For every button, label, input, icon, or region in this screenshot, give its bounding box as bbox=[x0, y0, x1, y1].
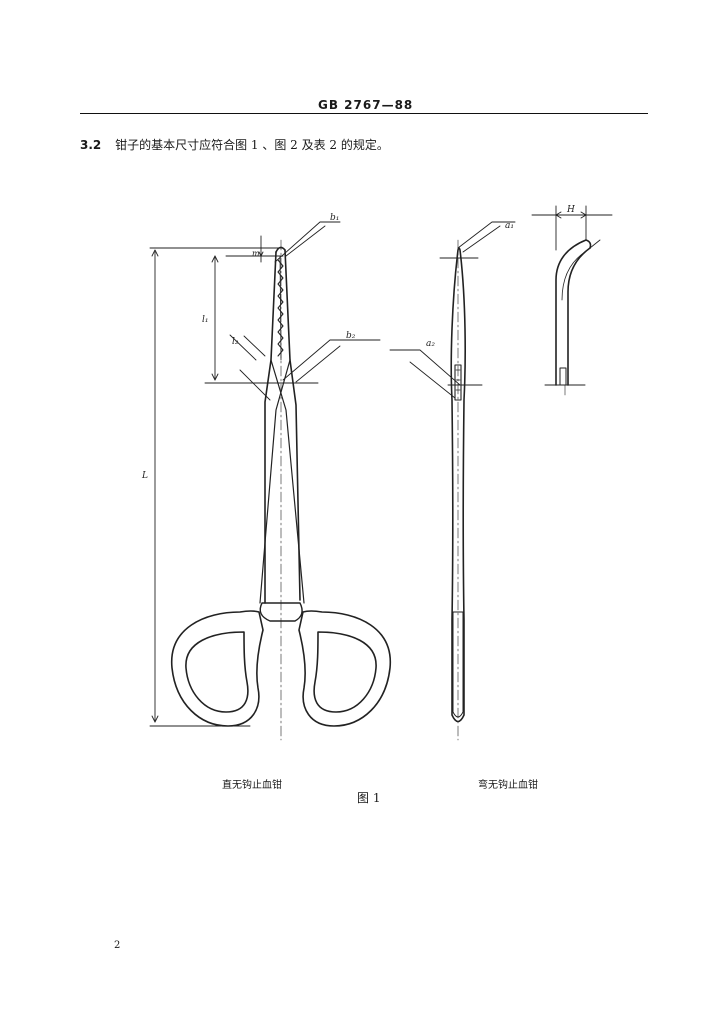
figure-label: 图 1 bbox=[357, 791, 381, 805]
dim-label-a2: a₂ bbox=[426, 339, 435, 349]
clause-number: 3.2 bbox=[80, 138, 102, 152]
dim-label-L: L bbox=[141, 471, 148, 481]
right-caption: 弯无钩止血钳 bbox=[478, 780, 538, 791]
dim-label-b1: b₁ bbox=[330, 213, 339, 223]
dim-label-H: H bbox=[566, 205, 575, 215]
straight-forceps-drawing bbox=[171, 239, 391, 741]
clause-3-2: 3.2 钳子的基本尺寸应符合图 1 、图 2 及表 2 的规定。 bbox=[80, 136, 389, 153]
dim-label-m: m bbox=[252, 249, 260, 258]
clause-text: 钳子的基本尺寸应符合图 1 、图 2 及表 2 的规定。 bbox=[115, 138, 389, 152]
curved-forceps-side-drawing bbox=[450, 239, 466, 741]
standard-code: GB 2767—88 bbox=[318, 98, 414, 112]
dim-label-b2: b₂ bbox=[346, 331, 356, 341]
curved-tip-detail-dimensions bbox=[531, 205, 613, 396]
page-number: 2 bbox=[114, 940, 121, 951]
curved-tip-detail-drawing bbox=[544, 239, 592, 386]
curved-forceps-side-dimensions bbox=[389, 221, 516, 399]
dim-label-l1: l₁ bbox=[202, 315, 209, 325]
dim-label-a1: a₁ bbox=[505, 221, 514, 231]
straight-forceps-dimensions bbox=[149, 221, 381, 727]
left-caption: 直无钩止血钳 bbox=[222, 780, 282, 791]
dim-label-l2: l₂ bbox=[232, 337, 239, 347]
header-rule bbox=[80, 113, 648, 114]
